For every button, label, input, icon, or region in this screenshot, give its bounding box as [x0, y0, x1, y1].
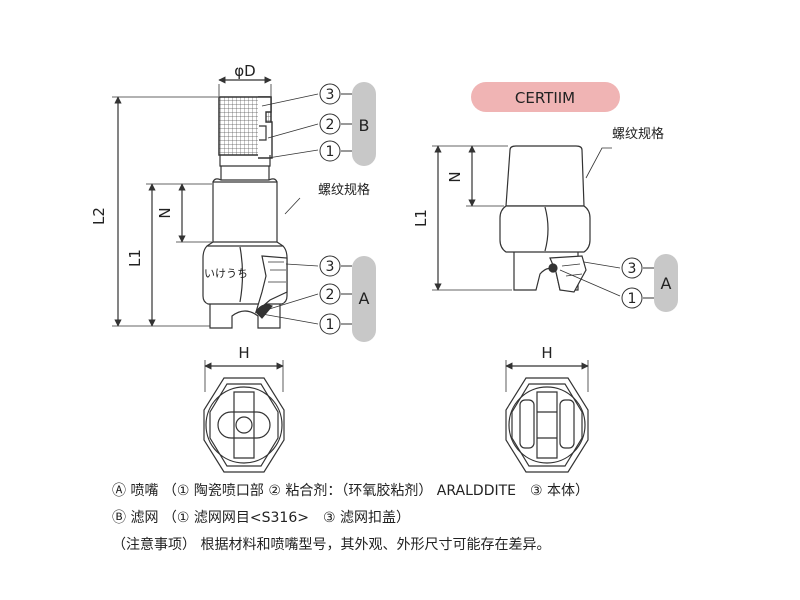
- model-badge-label: CERTIIM: [515, 89, 575, 107]
- legend-notes: Ⓐ 喷嘴 （① 陶瓷喷口部 ② 粘合剂：（环氧胶粘剂） ARALDDITE ③ …: [112, 478, 772, 559]
- note-caution: （注意事项） 根据材料和喷嘴型号，其外观、外形尺寸可能存在差异。: [112, 537, 551, 553]
- left-diameter-label: φD: [234, 62, 255, 80]
- thread-section: [212, 181, 278, 243]
- right-hex-body: [499, 205, 591, 253]
- right-nozzle-view: [432, 145, 621, 297]
- right-hex-label: H: [541, 344, 552, 362]
- left-hex-label: H: [238, 344, 249, 362]
- group-b-pill: [352, 82, 376, 166]
- right-dim-l1-label: L1: [412, 209, 430, 227]
- callout-b-3: 3: [326, 87, 335, 103]
- group-a-right-label: A: [661, 274, 672, 293]
- right-callout-a-1: 1: [628, 291, 637, 307]
- callout-a-2: 2: [326, 287, 335, 303]
- note-filter-parts: Ⓑ 滤网 （① 滤网网目<S316> ③ 滤网扣盖）: [112, 510, 410, 526]
- group-b-label: B: [359, 116, 370, 135]
- left-thread-label: 螺纹规格: [318, 182, 370, 198]
- right-hex-end-view: [505, 360, 589, 473]
- body-marking: いけうち: [204, 267, 248, 280]
- left-hex-end-view: [203, 360, 285, 473]
- callout-a-1: 1: [326, 317, 335, 333]
- right-dim-n-label: N: [446, 171, 464, 182]
- callout-group-a-right: 3 1 A: [621, 254, 678, 312]
- callout-b-2: 2: [326, 117, 335, 133]
- group-a-right-pill: [654, 254, 678, 312]
- left-dim-n-label: N: [156, 207, 174, 218]
- right-thread-section: [505, 145, 585, 207]
- nozzle-tip: [209, 304, 281, 329]
- callout-group-b: 3 2 1 B: [319, 82, 376, 166]
- left-nozzle-view: [112, 76, 319, 329]
- filter-neck: [219, 155, 271, 167]
- right-callout-a-3: 3: [628, 261, 637, 277]
- callout-b-1: 1: [326, 144, 335, 160]
- group-a-left-pill: [352, 256, 376, 342]
- model-badge: [471, 82, 620, 112]
- callout-a-3: 3: [326, 259, 335, 275]
- left-dim-l2-label: L2: [90, 207, 108, 225]
- note-nozzle-parts: Ⓐ 喷嘴 （① 陶瓷喷口部 ② 粘合剂：（环氧胶粘剂） ARALDDITE ③ …: [112, 483, 590, 499]
- filter-cap: [258, 96, 273, 159]
- callout-group-a-left: 3 2 1 A: [319, 255, 376, 342]
- left-dim-l1-label: L1: [126, 249, 144, 267]
- right-thread-label: 螺纹规格: [612, 126, 664, 142]
- group-a-left-label: A: [359, 289, 370, 308]
